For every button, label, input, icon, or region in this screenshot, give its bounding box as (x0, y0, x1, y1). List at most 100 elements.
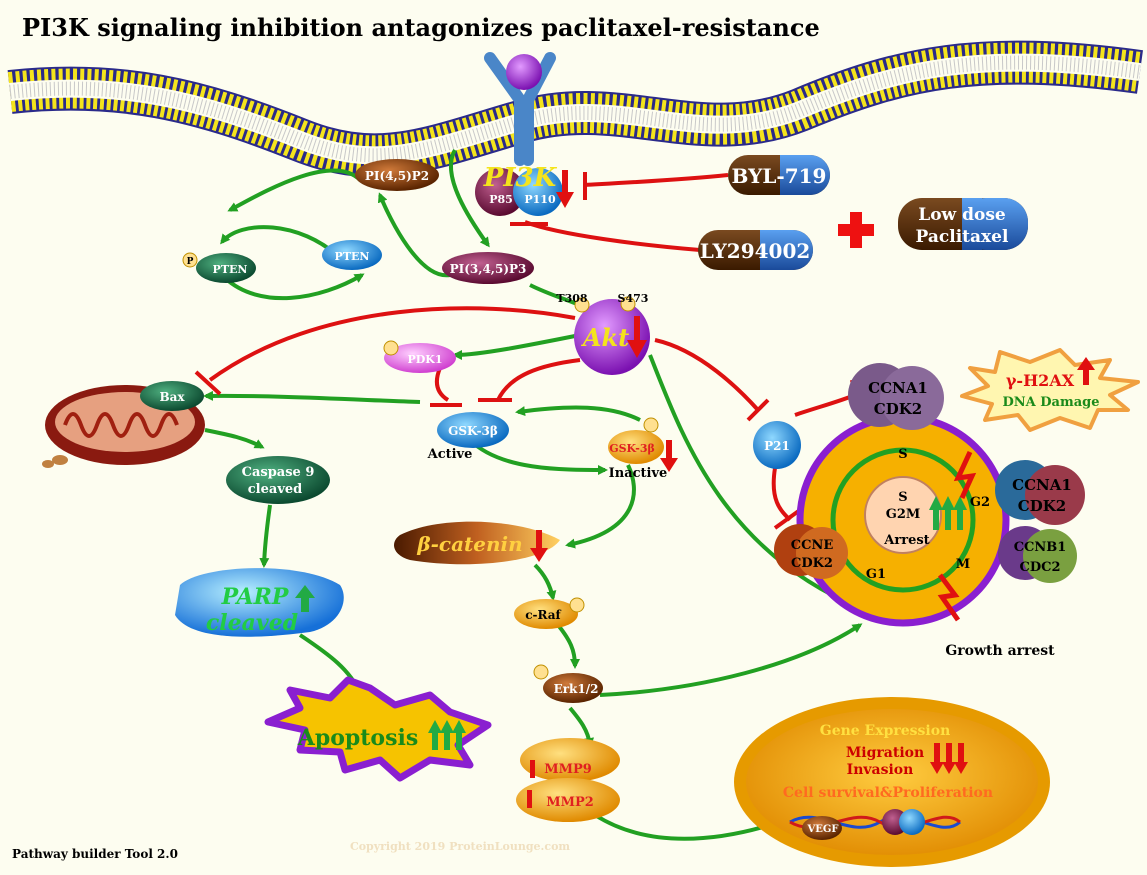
svg-text:β-catenin: β-catenin (416, 532, 522, 556)
svg-text:Caspase 9: Caspase 9 (242, 465, 315, 480)
phospho-icon (574, 297, 590, 313)
svg-text:GSK-3β: GSK-3β (609, 442, 655, 455)
svg-text:Apoptosis: Apoptosis (297, 725, 418, 751)
receptor (484, 52, 556, 166)
up-arrow-icon (428, 720, 466, 750)
svg-text:CCNA1: CCNA1 (868, 379, 928, 397)
parp-cleaved-node: PARP cleaved (175, 568, 344, 637)
svg-text:DNA Damage: DNA Damage (1002, 395, 1099, 410)
pi3k-label: PI3K (483, 163, 558, 193)
drug-paclitaxel: Low dose Paclitaxel (898, 198, 1028, 250)
svg-text:cleaved: cleaved (206, 610, 298, 636)
svg-text:CDC2: CDC2 (1019, 560, 1060, 575)
p110-label: P110 (524, 193, 556, 206)
phase-s-label: S (898, 447, 907, 462)
gamma-h2ax-node: γ-H2AX DNA Damage (960, 348, 1140, 432)
down-arrow-icon (530, 530, 548, 562)
down-arrow-icon (556, 170, 574, 208)
svg-text:Invasion: Invasion (847, 762, 914, 778)
mmp9-shape (520, 738, 620, 782)
beta-catenin-node: β-catenin (394, 521, 560, 565)
svg-text:Bax: Bax (159, 390, 185, 404)
svg-text:Migration: Migration (846, 745, 924, 761)
svg-text:CDK2: CDK2 (791, 556, 833, 571)
p85-label: P85 (489, 193, 513, 206)
caspase9-node: Caspase 9 cleaved (226, 456, 330, 504)
mmp9-label: MMP9 (544, 762, 592, 777)
pten-phospho-node: PTEN P (182, 252, 256, 283)
svg-text:VEGF: VEGF (806, 824, 838, 835)
gsk3b-active-node: GSK-3β Active (427, 412, 509, 462)
phospho-icon (643, 417, 659, 433)
svg-text:Erk1/2: Erk1/2 (554, 682, 599, 696)
gsk3b-inactive-node: GSK-3β Inactive (608, 417, 678, 481)
svg-text:cleaved: cleaved (248, 482, 302, 497)
footer-label: Pathway builder Tool 2.0 (12, 847, 178, 861)
p85-subunit (475, 168, 525, 216)
watermark: Copyright 2019 ProteinLounge.com (350, 840, 570, 853)
combination-plus-icon (838, 212, 874, 248)
drug-byl719: BYL-719 (728, 155, 830, 195)
svg-text:Gene Expression: Gene Expression (820, 723, 951, 739)
svg-text:CCNB1: CCNB1 (1014, 540, 1067, 555)
active-label: Active (427, 447, 473, 462)
svg-text:CDK2: CDK2 (874, 400, 922, 418)
svg-text:CCNE: CCNE (791, 538, 834, 553)
mmp2-shape (516, 778, 620, 822)
craf-node: c-Raf (514, 597, 585, 629)
activation-arrows (203, 148, 863, 841)
apoptosis-node: Apoptosis (264, 676, 492, 782)
ccnb1-cdc2-node: CCNB1 CDC2 (998, 526, 1077, 583)
akt-node: Akt T308 S473 (556, 292, 650, 375)
pip3-node: PI(3,4,5)P3 (442, 252, 534, 284)
pi3k-complex: PI3K P85 P110 (475, 163, 574, 216)
t308-label: T308 (556, 292, 587, 305)
svg-text:PARP: PARP (221, 584, 290, 610)
vegf-shape (802, 816, 842, 840)
phase-g2-label: G2 (970, 495, 990, 510)
bax-node: Bax (140, 381, 204, 411)
down-arrow-icon (527, 790, 532, 808)
ly294002-label: LY294002 (700, 239, 811, 263)
paclitaxel-label-line2: Paclitaxel (916, 227, 1009, 247)
pten-node: PTEN (322, 240, 382, 270)
up-arrow-icon (929, 496, 967, 530)
down-arrow-icon (627, 316, 647, 358)
erk-node: Erk1/2 (533, 664, 603, 703)
s473-label: S473 (618, 292, 649, 305)
cell-cycle-loop (830, 447, 976, 593)
svg-text:Arrest: Arrest (883, 533, 929, 548)
svg-text:γ-H2AX: γ-H2AX (1006, 371, 1075, 390)
arrest-nucleus (864, 476, 942, 554)
byl719-label: BYL-719 (732, 164, 827, 188)
paclitaxel-label-line1: Low dose (918, 205, 1006, 225)
inhibition-arrows (194, 172, 860, 530)
phase-g1-label: G1 (866, 567, 886, 582)
phase-m-label: M (956, 557, 970, 572)
down-arrow-icon (530, 760, 535, 778)
down-arrow-icon (930, 743, 968, 774)
drug-ly294002: LY294002 (698, 230, 813, 270)
svg-text:PI(4,5)P2: PI(4,5)P2 (365, 169, 429, 183)
svg-text:G2M: G2M (886, 507, 921, 522)
phospho-icon (383, 340, 399, 356)
lightning-icon (937, 573, 961, 622)
growth-arrest-label: Growth arrest (945, 643, 1055, 659)
svg-text:Akt: Akt (581, 323, 629, 352)
gene-expression-node: Gene Expression Migration Invasion Cell … (734, 697, 1050, 867)
ligand (506, 54, 542, 90)
svg-text:PTEN: PTEN (335, 250, 370, 263)
down-arrow-icon (660, 440, 678, 472)
svg-text:S: S (898, 490, 907, 505)
p110-subunit (513, 168, 563, 216)
svg-text:PTEN: PTEN (213, 263, 248, 276)
svg-text:Cell survival&Proliferation: Cell survival&Proliferation (783, 785, 993, 801)
mmp-node: MMP9 MMP2 (516, 738, 620, 822)
pdk1-node: PDK1 (383, 340, 456, 373)
ccna1-cdk2-right-node: CCNA1 CDK2 (995, 460, 1085, 525)
inactive-label: Inactive (609, 466, 668, 481)
pip2-node: PI(4,5)P2 (355, 159, 439, 191)
svg-text:CCNA1: CCNA1 (1012, 476, 1072, 494)
